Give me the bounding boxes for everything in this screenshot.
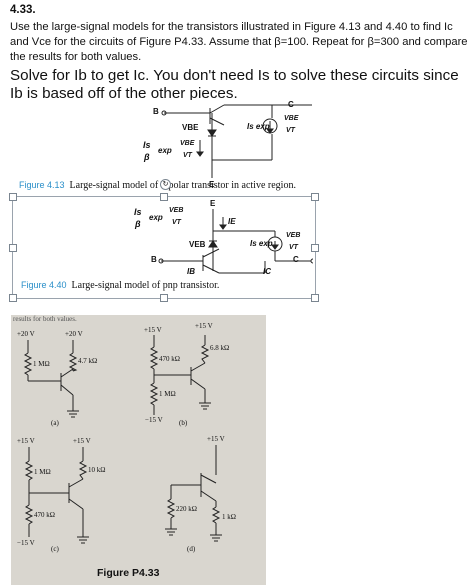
source-expression: Is exp [250, 239, 273, 248]
circuit-b-r3: 1 MΩ [159, 390, 176, 398]
circuit-b-r2: 6.8 kΩ [210, 344, 230, 352]
source-frac-num: VBE [284, 115, 299, 122]
circuit-a-v1: +20 V [17, 330, 35, 338]
terminal-e-label: E [209, 180, 215, 189]
resize-handle-se[interactable] [311, 294, 319, 302]
circuit-d-label: (d) [187, 545, 196, 553]
circuit-c-label: (c) [51, 545, 59, 553]
circuit-b-v1: +15 V [144, 326, 162, 334]
source-frac-den: VT [286, 127, 295, 134]
terminal-e-label: E [210, 199, 216, 208]
source-frac-den: VT [289, 244, 298, 251]
resize-handle-s[interactable] [160, 294, 168, 302]
caption-label: Figure 4.40 [21, 280, 67, 290]
figure-4-13: B C E VBE Is exp VBE VT Is β exp VBE VT … [12, 100, 312, 192]
terminal-c-label: C [288, 100, 294, 109]
figure-p4-33-photo: results for both values. [11, 315, 266, 585]
resize-handle-w[interactable] [9, 244, 17, 252]
photo-header-text: results for both values. [13, 315, 77, 323]
circuits-diagram [23, 335, 222, 544]
circuit-b-v2: +15 V [195, 322, 213, 330]
circuit-b-label: (b) [179, 419, 188, 427]
left-frac-num: Is [134, 207, 142, 217]
vbe-label: VBE [182, 123, 199, 132]
circuit-c-r1: 1 MΩ [34, 468, 51, 476]
left-exp-den: VT [172, 219, 181, 226]
figure-p4-33-title: Figure P4.33 [97, 567, 160, 579]
rotate-handle[interactable]: ↻ [160, 179, 171, 190]
circuit-c-v2: +15 V [73, 437, 91, 445]
resize-handle-sw[interactable] [9, 294, 17, 302]
resize-handle-n[interactable] [160, 193, 168, 201]
npn-large-signal-diagram [161, 104, 312, 178]
circuit-b-r1: 470 kΩ [159, 355, 180, 363]
circuit-d-v1: +15 V [207, 435, 225, 443]
problem-statement: Use the large-signal models for the tran… [10, 21, 468, 63]
circuit-d-r2: 1 kΩ [222, 513, 236, 521]
caption-text: Large-signal model of bipolar transistor… [69, 180, 296, 191]
circuit-a-v2: +20 V [65, 330, 83, 338]
figure-4-40-caption: Figure 4.40 Large-signal model of pnp tra… [21, 280, 219, 291]
terminal-b-label: B [153, 107, 159, 116]
solution-note: Solve for Ib to get Ic. You don't need I… [10, 67, 459, 102]
veb-label: VEB [189, 240, 206, 249]
left-frac-den: β [135, 219, 141, 229]
ib-label: IB [187, 267, 195, 276]
resize-handle-ne[interactable] [311, 193, 319, 201]
circuit-b-v3: −15 V [145, 416, 163, 424]
left-exp-num: VEB [169, 207, 184, 214]
terminal-b-label: B [151, 255, 157, 264]
circuit-a-r1: 1 MΩ [33, 360, 50, 368]
circuit-c-v1: +15 V [17, 437, 35, 445]
left-frac-den: β [144, 152, 150, 162]
caption-text: Large-signal model of pnp transistor. [71, 280, 220, 291]
ic-label: IC [263, 267, 271, 276]
circuit-c-r3: 470 kΩ [34, 511, 55, 519]
circuit-a-r2: 4.7 kΩ [78, 357, 98, 365]
figure-4-13-caption: Figure 4.13 Large-signal model of bipolar… [19, 180, 296, 191]
terminal-c-label: C [293, 255, 299, 264]
left-exp: exp [158, 146, 172, 155]
figure-4-40-selection[interactable]: ↻ E B C VEB IE IB IC Is [9, 179, 319, 302]
resize-handle-nw[interactable] [9, 193, 17, 201]
source-expression: Is exp [247, 122, 270, 131]
resize-handle-e[interactable] [311, 244, 319, 252]
circuit-c-v3: −15 V [17, 539, 35, 547]
circuit-a-label: (a) [51, 419, 59, 427]
ie-label: IE [228, 217, 236, 226]
problem-number: 4.33. [10, 4, 36, 16]
left-frac-num: Is [143, 140, 151, 150]
left-exp: exp [149, 213, 163, 222]
left-exp-den: VT [183, 152, 192, 159]
left-exp-num: VBE [180, 140, 195, 147]
source-frac-num: VEB [286, 232, 301, 239]
circuit-c-r2: 10 kΩ [88, 466, 106, 474]
circuit-d-r1: 220 kΩ [176, 505, 197, 513]
caption-label: Figure 4.13 [19, 180, 65, 190]
pnp-large-signal-diagram [158, 209, 313, 274]
